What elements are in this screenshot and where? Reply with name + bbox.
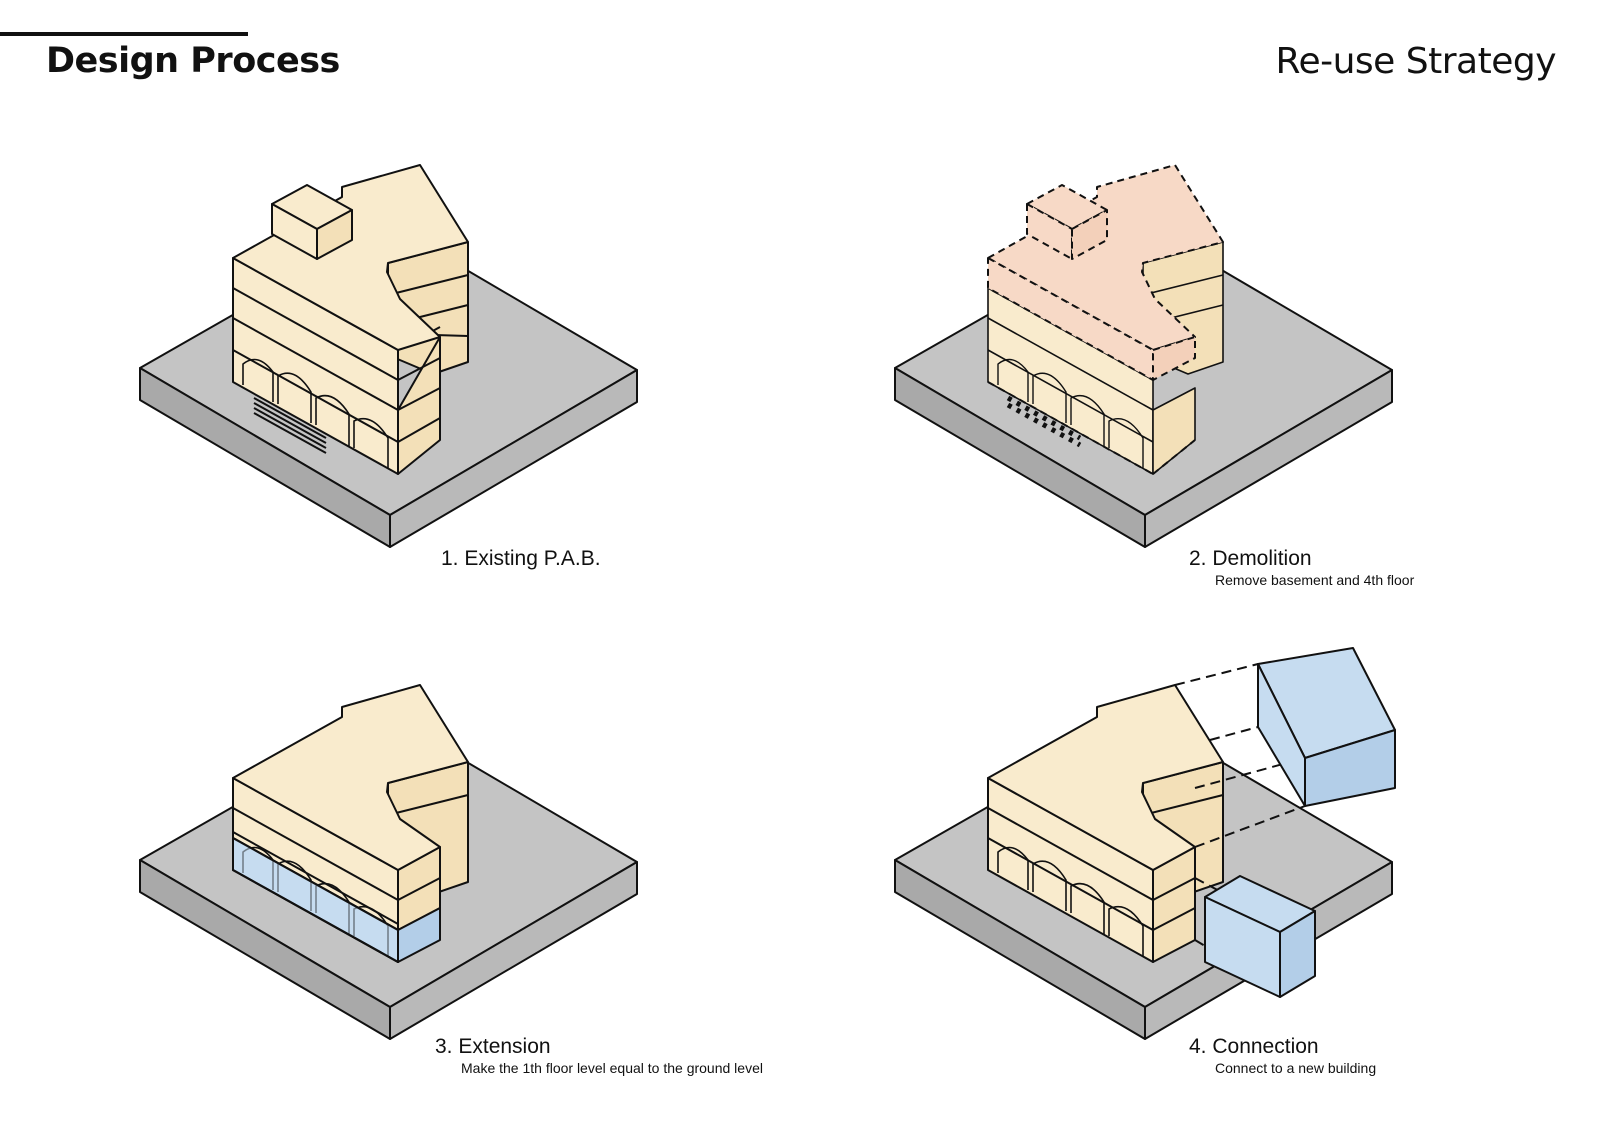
- entrance-stairs: [253, 397, 327, 454]
- step-4-subtitle: Connect to a new building: [1215, 1060, 1377, 1076]
- panel-demolition: [894, 164, 1393, 548]
- step-3-subtitle: Make the 1th floor level equal to the gr…: [461, 1060, 763, 1076]
- extension-facade: [232, 831, 399, 963]
- retained-building: [987, 241, 1224, 475]
- step-3-title: 3. Extension: [435, 1035, 551, 1058]
- panel-connection: [894, 647, 1396, 1040]
- demolished-volume: [987, 164, 1224, 475]
- step-2-title: 2. Demolition: [1189, 547, 1312, 570]
- panel-existing: [139, 164, 638, 548]
- removed-stairs: [1006, 395, 1082, 448]
- new-building-lower: [1204, 875, 1316, 998]
- existing-building: [232, 164, 469, 475]
- existing-building: [987, 684, 1224, 963]
- title-rule: [0, 32, 248, 36]
- step-2-subtitle: Remove basement and 4th floor: [1215, 572, 1415, 588]
- step-4-title: 4. Connection: [1189, 1035, 1319, 1058]
- new-building-upper: [1257, 647, 1396, 807]
- step-1-title: 1. Existing P.A.B.: [441, 547, 601, 570]
- connection-lines: [1174, 663, 1306, 947]
- panel-extension: [139, 684, 638, 1040]
- page-subtitle: Re-use Strategy: [1275, 41, 1557, 82]
- page-title: Design Process: [46, 41, 340, 81]
